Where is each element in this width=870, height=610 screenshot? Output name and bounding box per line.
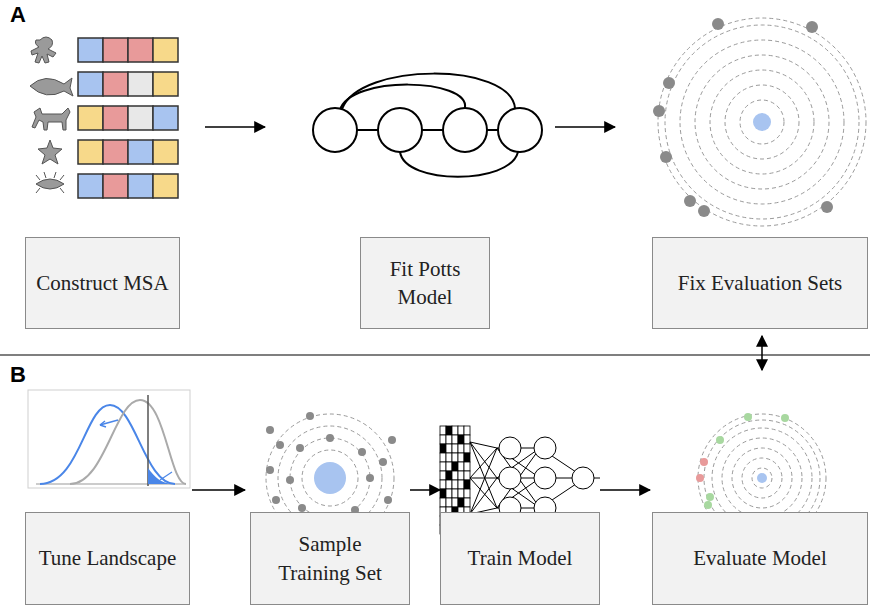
msa-grid	[78, 38, 178, 198]
flow-arrow	[555, 126, 615, 128]
step-box: Fix Evaluation Sets	[652, 237, 868, 329]
organism-icons	[30, 37, 73, 193]
process-step: Sample Training Set	[245, 385, 410, 607]
divider-line	[0, 354, 870, 355]
step-box: Construct MSA	[25, 237, 180, 329]
step-box: Tune Landscape	[25, 512, 190, 605]
step-box: Train Model	[440, 512, 600, 605]
flow-arrow	[192, 489, 245, 491]
flow-arrow	[410, 489, 440, 491]
flow-arrow	[205, 126, 265, 128]
panel-letter: A	[10, 2, 26, 28]
step-box: Sample Training Set	[250, 512, 410, 605]
step-label: Tune Landscape	[29, 538, 186, 578]
evaluation-points	[653, 18, 833, 217]
wild-type-dot	[757, 473, 767, 483]
step-box: Evaluate Model	[652, 512, 868, 605]
process-step: Train Model	[440, 385, 600, 607]
potts-graph	[313, 74, 542, 177]
landscape-chart	[28, 390, 190, 488]
step-box: Fit Potts Model	[360, 237, 490, 329]
process-step: Evaluate Model	[650, 370, 868, 607]
step-label: Fit Potts Model	[361, 249, 489, 318]
step-label: Train Model	[458, 538, 583, 578]
wild-type-dot	[753, 113, 771, 131]
process-step: Construct MSA	[20, 30, 205, 330]
neural-network	[470, 437, 600, 519]
step-label: Sample Training Set	[251, 524, 409, 593]
evaluation-rings	[658, 18, 866, 226]
step-label: Fix Evaluation Sets	[668, 263, 853, 303]
step-label: Construct MSA	[26, 263, 178, 303]
panel-letter: B	[10, 362, 26, 388]
wild-type-dot	[314, 462, 346, 494]
flow-arrow	[600, 489, 650, 491]
process-step: Tune Landscape	[20, 385, 192, 607]
flow-arrow	[761, 336, 763, 370]
process-step: Fit Potts Model	[265, 30, 555, 330]
process-step: Fix Evaluation Sets	[615, 10, 868, 330]
step-label: Evaluate Model	[683, 538, 837, 578]
